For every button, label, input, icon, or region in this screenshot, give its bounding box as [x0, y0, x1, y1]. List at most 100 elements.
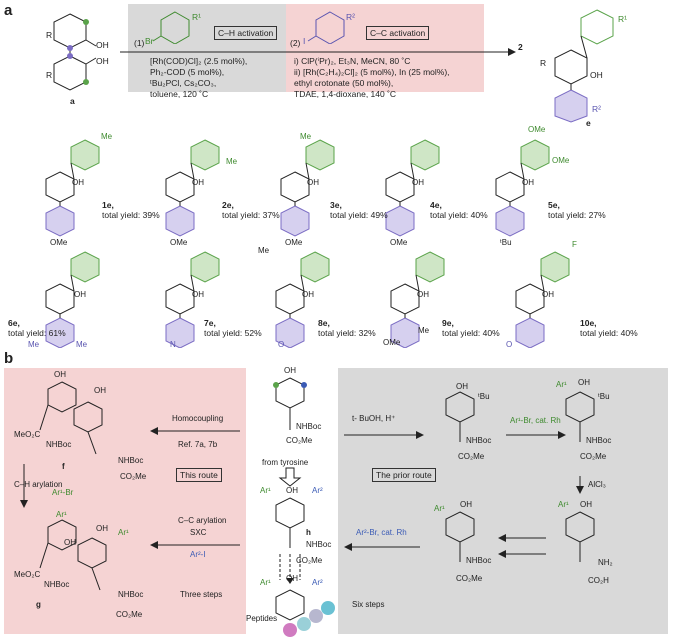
right-ar1br-label: Ar¹-Br, cat. Rh [510, 416, 561, 425]
f-co2me-label: CO₂Me [120, 472, 147, 481]
5e-ome-label-2: OMe [552, 156, 570, 165]
compound-1e-yield: total yield: 39% [102, 210, 160, 220]
r2-label-step2: R² [346, 12, 355, 22]
peptides-label: Peptides [246, 614, 278, 623]
6e-oh-label: OH [74, 290, 86, 299]
8e-me-label: Me [258, 246, 270, 255]
product-r1-label: R¹ [618, 14, 627, 24]
8e-o-label: O [278, 340, 285, 349]
product-e-label: e [586, 118, 591, 128]
f-oh-label-1: OH [54, 370, 66, 379]
5e-tbu-label: ᵗBu [500, 238, 512, 247]
center-co2me-label-2: CO₂Me [296, 556, 323, 565]
from-tyrosine-label: from tyrosine [262, 458, 309, 467]
step1-background [128, 4, 286, 92]
prior-route-box: The prior route [372, 468, 436, 482]
compound-1e-id: 1e, [102, 200, 114, 210]
product-oh-label: OH [590, 70, 603, 80]
product-e-structure [554, 9, 614, 123]
aryl-bromide-structure [152, 11, 190, 44]
9e-me-label: Me [418, 326, 430, 335]
left-route-structures [20, 381, 107, 591]
a-oh-label-2: OH [96, 56, 109, 66]
f-oh-label-2: OH [94, 386, 106, 395]
compound-4e-caption: 4e, total yield: 40% [430, 200, 488, 220]
tbuoh-label: t- BuOH, H⁺ [352, 414, 396, 423]
compound-9e-caption: 9e, total yield: 40% [442, 318, 500, 338]
3e-oh-label: OH [307, 178, 319, 187]
r4-oh-label: OH [460, 500, 472, 509]
six-steps-label: Six steps [352, 600, 385, 609]
compound-8e-caption: 8e, total yield: 32% [318, 318, 376, 338]
4e-oh-label: OH [412, 178, 424, 187]
aryl-iodide-structure [307, 11, 345, 44]
ch-arylation-label: C–H arylation [14, 480, 63, 489]
g-oh-label-2: OH [64, 538, 76, 547]
center-oh-label-3: OH [286, 574, 298, 583]
r1-tbu-label: ᵗBu [478, 392, 490, 401]
center-nhboc-label-2: NHBoc [306, 540, 332, 549]
r2-nhboc-label: NHBoc [586, 436, 612, 445]
compound-1e-drawing [45, 139, 100, 237]
step1-cond-1: [Rh(COD)Cl]₂ (2.5 mol%), [150, 56, 248, 66]
5e-oh-label: OH [522, 178, 534, 187]
compound-4e-id: 4e, [430, 200, 442, 210]
reaction-arrow [120, 48, 516, 56]
compound-5e-id: 5e, [548, 200, 560, 210]
step1-cond-2: Ph₂-COD (5 mol%), [150, 67, 225, 77]
step1-conditions: [Rh(COD)Cl]₂ (2.5 mol%), Ph₂-COD (5 mol%… [150, 56, 247, 100]
left-ar2i-label: Ar²-I [190, 550, 206, 559]
step2-cond-1: i) ClP(ⁱPr)₂, Et₃N, MeCN, 80 ˚C [294, 56, 411, 66]
step2-number: (2) [290, 38, 301, 48]
r3-co2h-label: CO₂H [588, 576, 609, 585]
h-compound-label: h [306, 528, 311, 537]
step2-cond-4: TDAE, 1,4-dioxane, 140 ˚C [294, 89, 397, 99]
homocoupling-arrow [150, 427, 240, 435]
sxc-label: SXC [190, 528, 207, 537]
g-co2me-label: CO₂Me [116, 610, 143, 619]
g-nhboc-label-1: NHBoc [44, 580, 70, 589]
2e-me-label: Me [226, 157, 238, 166]
center-nhboc-label-1: NHBoc [296, 422, 322, 431]
r4-nhboc-label: NHBoc [466, 556, 492, 565]
panel-a-label: a [4, 2, 13, 19]
step2-cond-3: ethyl crotonate (50 mol%), [294, 78, 394, 88]
3e-me-label: Me [300, 132, 312, 141]
f-meo2c-label: MeO₂C [14, 430, 41, 439]
ch-activation-box: C–H activation [214, 26, 278, 40]
compound-4e-yield: total yield: 40% [430, 210, 488, 220]
compound-3e-id: 3e, [330, 200, 342, 210]
g-oh-label-1: OH [96, 524, 108, 533]
10e-f-label: F [572, 240, 577, 249]
g-ar1-label-1: Ar¹ [56, 510, 67, 519]
compound-6e-caption: 6e, total yield: 61% [8, 318, 66, 338]
compound-10e-caption: 10e, total yield: 40% [580, 318, 638, 338]
2e-ome-label: OMe [170, 238, 188, 247]
right-ar2br-label: Ar²-Br, cat. Rh [356, 528, 407, 537]
center-ar1-label-2: Ar¹ [260, 578, 271, 587]
center-oh-label-1: OH [284, 366, 296, 375]
compound-8e-yield: total yield: 32% [318, 328, 376, 338]
compound-3e-yield: total yield: 49% [330, 210, 388, 220]
r1-co2me-label: CO₂Me [458, 452, 485, 461]
three-steps-label: Three steps [180, 590, 223, 599]
g-nhboc-label-2: NHBoc [118, 590, 144, 599]
i-label: I [303, 36, 306, 46]
center-oh-label-2: OH [286, 486, 298, 495]
this-route-box: This route [176, 468, 222, 482]
compound-8e-id: 8e, [318, 318, 330, 328]
step2-conditions: i) ClP(ⁱPr)₂, Et₃N, MeCN, 80 ˚C ii) [Rh(… [294, 56, 450, 100]
compound-5e-yield: total yield: 27% [548, 210, 606, 220]
compound-3e-caption: 3e, total yield: 49% [330, 200, 388, 220]
g-meo2c-label: MeO₂C [14, 570, 41, 579]
biphenol-a-structure [53, 13, 97, 91]
r1-nhboc-label: NHBoc [466, 436, 492, 445]
g-compound-label: g [36, 600, 41, 609]
compound-9e-id: 9e, [442, 318, 454, 328]
9e-ome-label: OMe [383, 338, 401, 347]
br-label: Br [145, 36, 154, 46]
r2-ar1-label: Ar¹ [556, 380, 567, 389]
product-r2-label: R² [592, 104, 601, 114]
8e-oh-label: OH [302, 290, 314, 299]
r3-ar1-label: Ar¹ [558, 500, 569, 509]
